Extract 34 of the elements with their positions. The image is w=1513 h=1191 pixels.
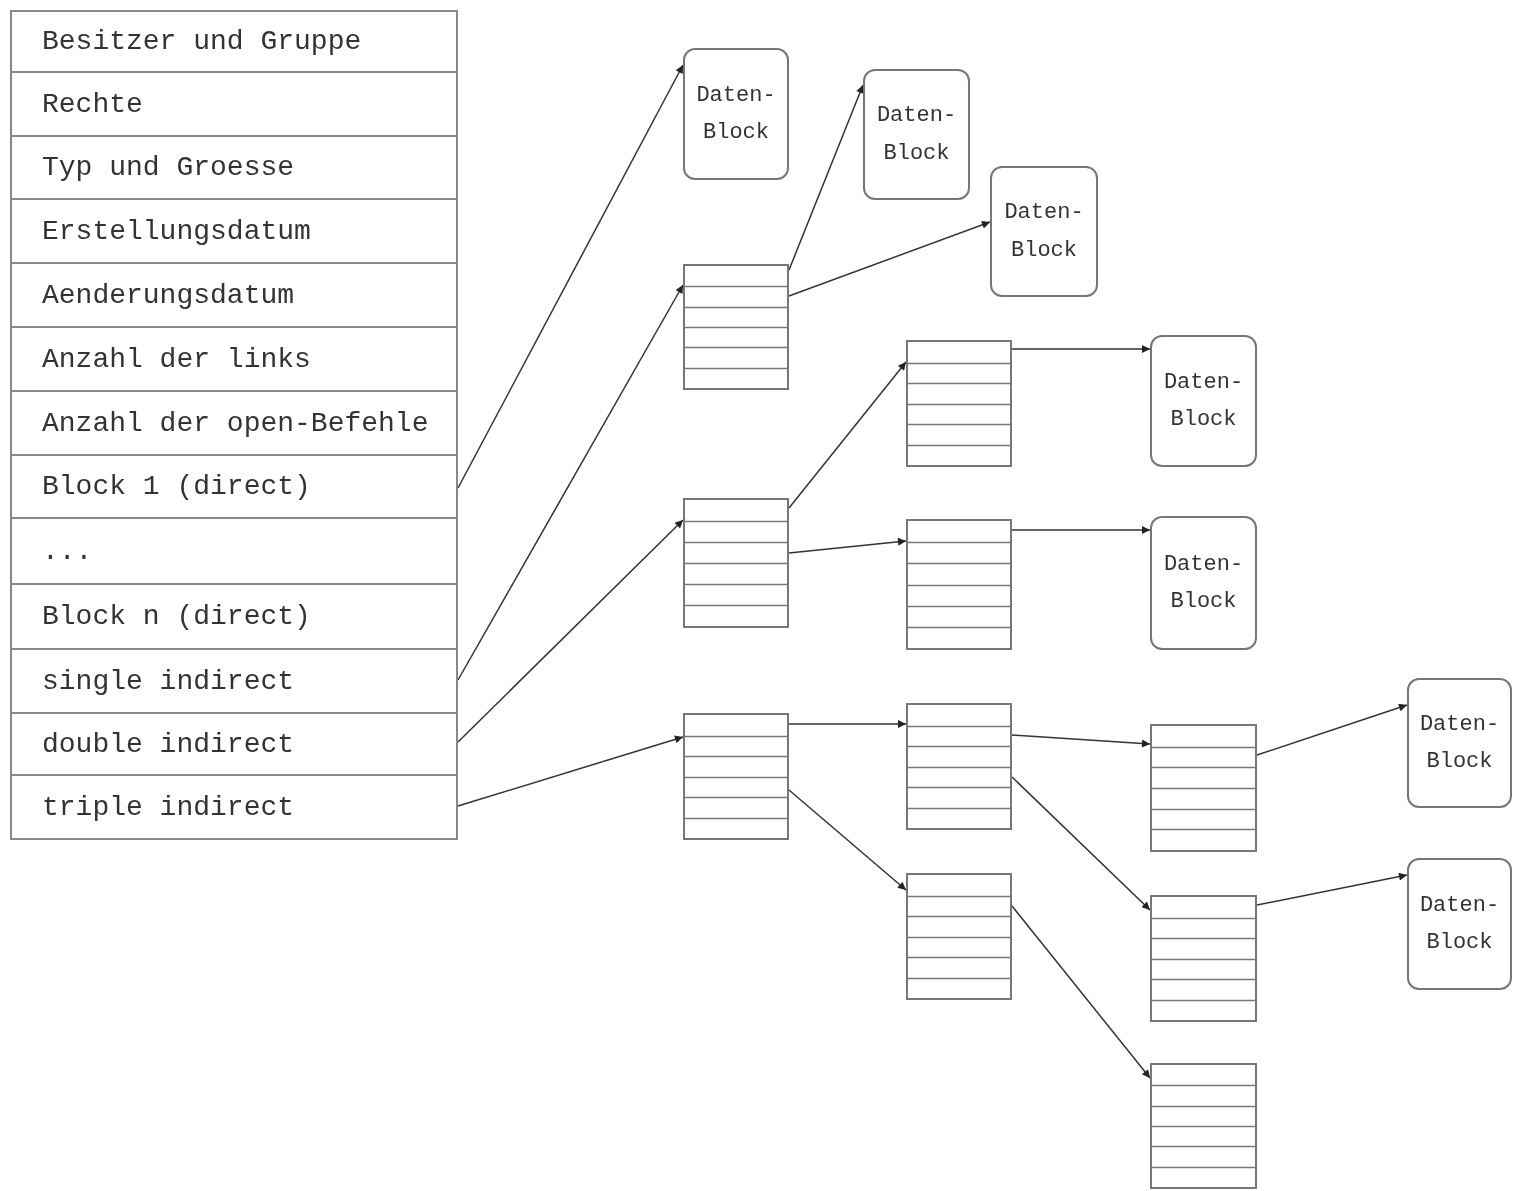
data-block: Daten- Block xyxy=(1150,335,1257,467)
pointer-block xyxy=(683,498,789,628)
data-block: Daten- Block xyxy=(1407,678,1512,808)
arrow xyxy=(788,537,907,554)
arrow xyxy=(788,720,907,728)
arrow xyxy=(457,519,684,743)
arrow xyxy=(1011,526,1151,534)
data-block: Daten- Block xyxy=(990,166,1098,297)
pointer-block xyxy=(906,519,1012,650)
arrow xyxy=(1256,872,1408,906)
arrow xyxy=(1011,905,1151,1079)
pointer-block xyxy=(683,713,789,840)
data-block: Daten- Block xyxy=(683,48,789,180)
pointer-block xyxy=(1150,724,1257,852)
arrow xyxy=(788,361,907,509)
arrow xyxy=(457,735,684,807)
arrow xyxy=(788,221,991,297)
data-block: Daten- Block xyxy=(1407,858,1512,990)
pointer-block xyxy=(906,703,1012,830)
pointer-block xyxy=(906,873,1012,1000)
pointer-block xyxy=(1150,895,1257,1022)
arrow xyxy=(1011,345,1151,353)
arrow xyxy=(788,789,907,891)
pointer-block xyxy=(683,264,789,390)
arrow xyxy=(457,64,684,489)
pointer-block xyxy=(906,340,1012,467)
data-block: Daten- Block xyxy=(863,69,970,200)
data-block: Daten- Block xyxy=(1150,516,1257,650)
arrow xyxy=(1011,734,1151,748)
arrow xyxy=(457,284,684,681)
pointer-block xyxy=(1150,1063,1257,1189)
arrow xyxy=(1256,703,1408,756)
arrow xyxy=(788,84,864,271)
arrow xyxy=(1011,776,1151,911)
